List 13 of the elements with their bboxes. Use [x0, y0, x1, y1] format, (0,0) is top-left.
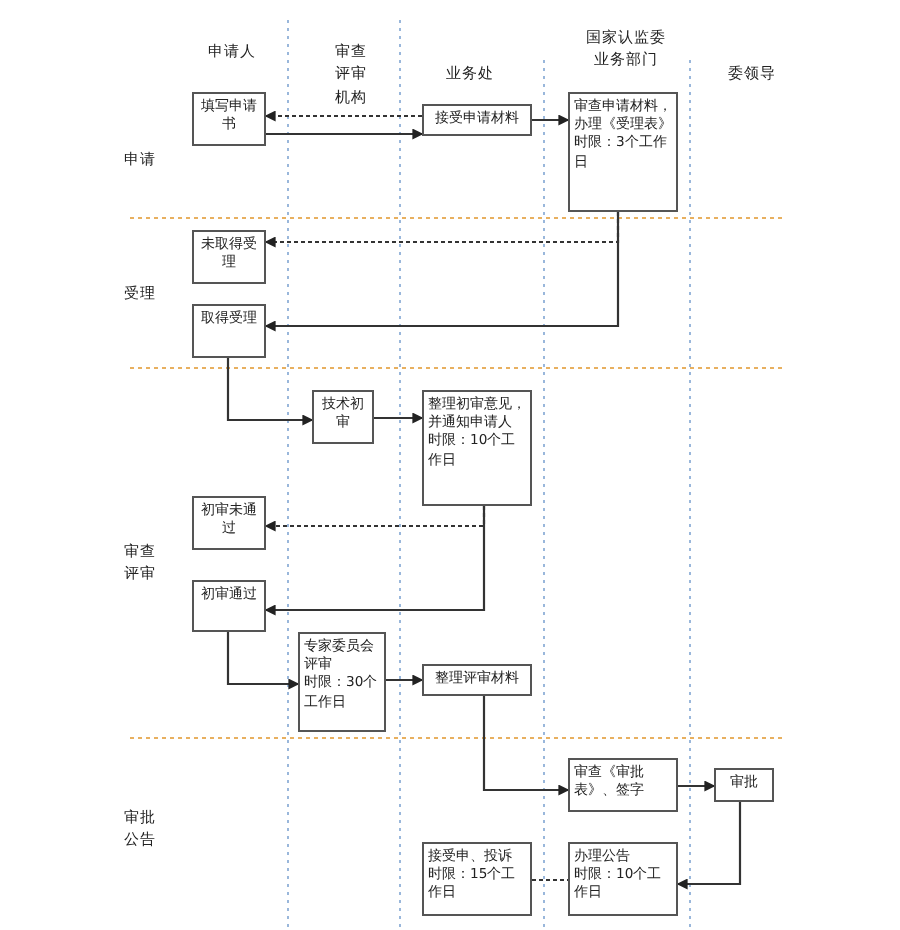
- arrow: [264, 212, 620, 332]
- arrow: [386, 674, 424, 686]
- connector-line: [532, 878, 568, 882]
- arrow: [264, 506, 486, 616]
- arrow: [266, 128, 424, 140]
- arrow: [226, 632, 300, 690]
- arrow: [532, 114, 570, 126]
- arrow: [374, 412, 424, 424]
- arrow: [226, 358, 314, 426]
- arrow: [678, 780, 716, 792]
- arrow: [676, 802, 742, 890]
- arrow: [264, 110, 422, 122]
- arrow: [482, 696, 570, 796]
